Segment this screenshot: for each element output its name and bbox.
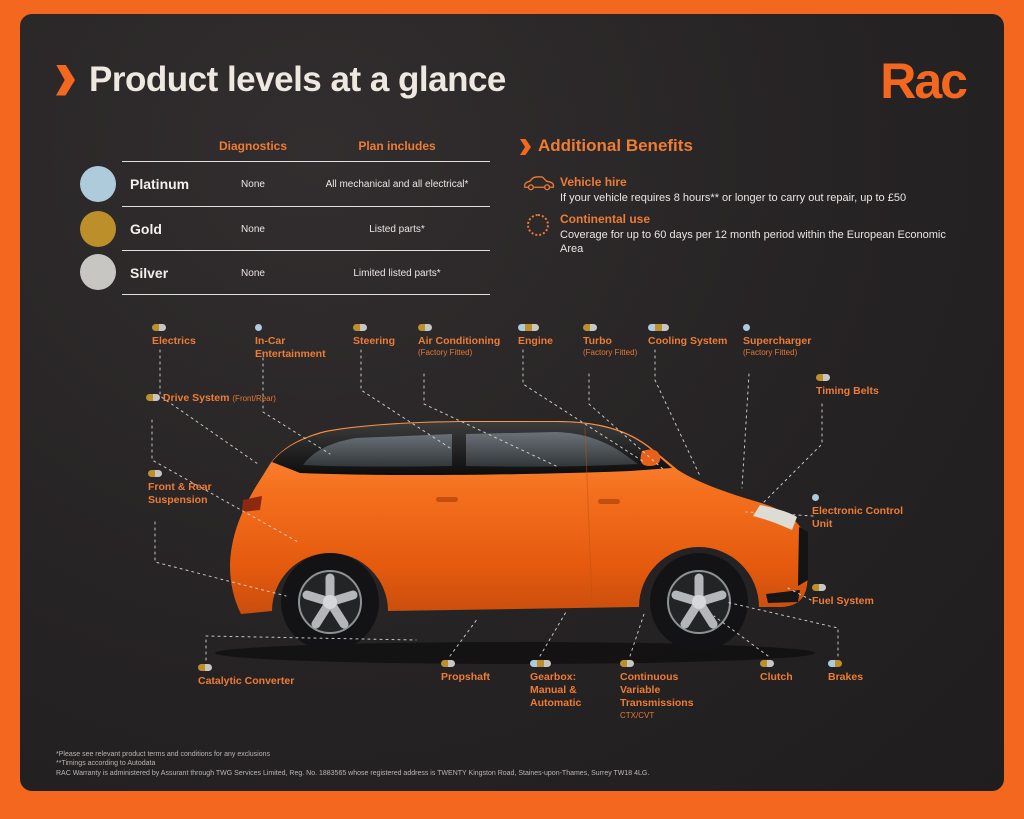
column-header-diagnostics: Diagnostics [218, 139, 287, 153]
coverage-pill [583, 324, 597, 331]
part-label-cooling-system: Cooling System [648, 322, 748, 348]
rac-logo: Rac [880, 53, 968, 109]
part-label-cvt: Continuous Variable Transmissions CTX/CV… [620, 658, 720, 721]
part-label-supercharger: Supercharger (Factory Fitted) [743, 322, 833, 358]
part-label-drive-system: Drive System (Front/Rear) [146, 392, 306, 405]
part-label-electronic-control-unit: Electronic Control Unit [812, 492, 904, 531]
car-outline-icon [523, 176, 555, 191]
part-label-fuel-system: Fuel System [812, 582, 892, 608]
coverage-pill [198, 664, 212, 671]
legal-footer: *Please see relevant product terms and c… [56, 750, 796, 778]
tier-circle-silver [80, 254, 116, 290]
tier-diagnostics: None [241, 179, 265, 190]
coverage-pill [418, 324, 432, 331]
dotted-circle-icon [527, 214, 549, 236]
table-divider [122, 294, 490, 295]
tier-plan-includes: All mechanical and all electrical* [325, 179, 469, 190]
tier-plan-includes: Listed parts* [369, 224, 425, 235]
coverage-pill [812, 494, 819, 501]
coverage-pill [255, 324, 262, 331]
table-divider [122, 250, 490, 251]
footer-line: *Please see relevant product terms and c… [56, 751, 271, 758]
benefit-name: Continental use [560, 212, 651, 226]
benefit-description: If your vehicle requires 8 hours** or lo… [560, 192, 907, 204]
tier-diagnostics: None [241, 224, 265, 235]
coverage-pill [353, 324, 367, 331]
part-label-turbo: Turbo (Factory Fitted) [583, 322, 663, 358]
chevron-icon [56, 64, 75, 96]
coverage-pill [441, 660, 455, 667]
footer-line: RAC Warranty is administered by Assurant… [56, 769, 650, 777]
tier-plan-includes: Limited listed parts* [353, 268, 441, 279]
page-header: Product levels at a glance [56, 60, 506, 100]
benefits-title: Additional Benefits [538, 136, 693, 155]
tier-circle-gold [80, 211, 116, 247]
tier-name: Platinum [130, 176, 190, 192]
coverage-pill [620, 660, 634, 667]
coverage-pill [648, 324, 669, 331]
part-label-brakes: Brakes [828, 658, 878, 684]
part-label-steering: Steering [353, 322, 413, 348]
coverage-pill [816, 374, 830, 381]
part-label-engine: Engine [518, 322, 568, 348]
column-header-plan-includes: Plan includes [358, 139, 436, 153]
coverage-pill [148, 470, 162, 477]
coverage-pill [146, 394, 160, 401]
benefit-name: Vehicle hire [560, 175, 627, 189]
tier-diagnostics: None [241, 268, 265, 279]
tier-name: Gold [130, 221, 162, 237]
part-label-air-conditioning: Air Conditioning (Factory Fitted) [418, 322, 513, 358]
footer-line: **Timings according to Autodata [56, 760, 156, 768]
benefit-description: Coverage for up to 60 days per 12 month … [560, 229, 946, 256]
coverage-pill [760, 660, 774, 667]
coverage-pill [518, 324, 539, 331]
part-label-catalytic-converter: Catalytic Converter [198, 662, 328, 688]
part-label-gearbox: Gearbox: Manual & Automatic [530, 658, 602, 711]
part-label-propshaft: Propshaft [441, 658, 511, 684]
part-label-clutch: Clutch [760, 658, 810, 684]
part-label-in-car-entertainment: In-Car Entertainment [255, 322, 333, 361]
part-label-timing-belts: Timing Belts [816, 372, 896, 398]
chevron-icon [520, 139, 531, 155]
coverage-pill [152, 324, 166, 331]
part-label-front-rear-suspension: Front & Rear Suspension [148, 468, 228, 507]
tier-name: Silver [130, 265, 169, 281]
coverage-pill [743, 324, 750, 331]
coverage-pill [828, 660, 842, 667]
coverage-pill [812, 584, 826, 591]
table-divider [122, 161, 490, 162]
page-title: Product levels at a glance [89, 60, 506, 99]
table-divider [122, 206, 490, 207]
part-label-electrics: Electrics [152, 322, 222, 348]
coverage-pill [530, 660, 551, 667]
tier-circle-platinum [80, 166, 116, 202]
